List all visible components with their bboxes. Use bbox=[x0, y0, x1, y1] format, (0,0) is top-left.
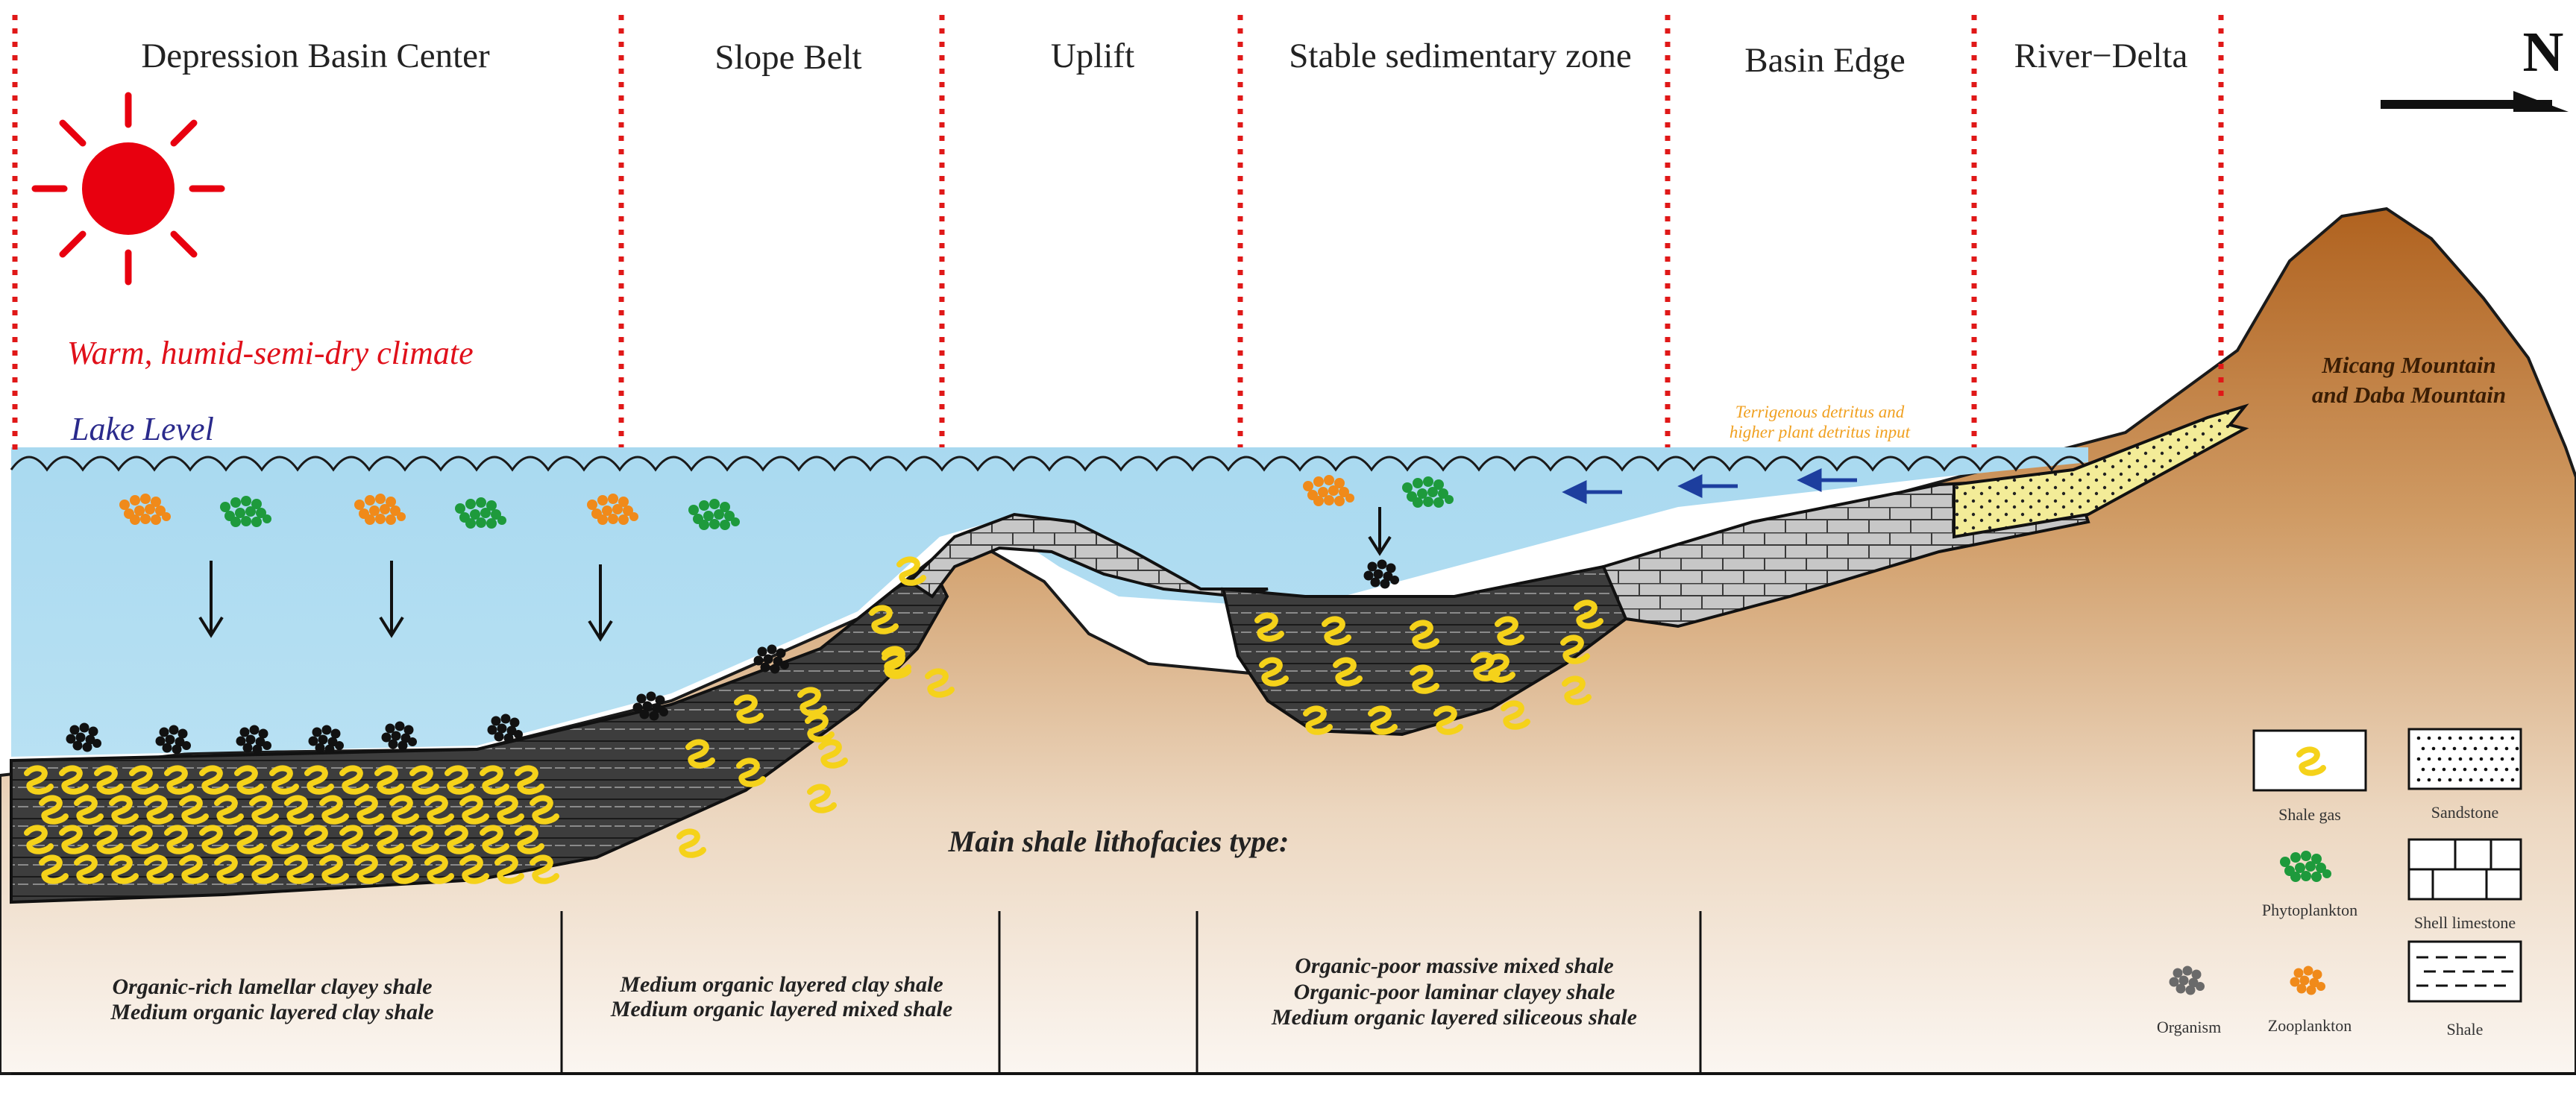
terrigenous-input-label-1: Terrigenous detritus and bbox=[1735, 403, 1905, 421]
lake-level-label: Lake Level bbox=[70, 411, 214, 447]
lake-water bbox=[11, 447, 2088, 757]
lithofacies-table bbox=[11, 911, 2576, 1075]
legend-sandstone-swatch bbox=[2407, 728, 2522, 790]
zone-title-uplift: Uplift bbox=[1051, 37, 1134, 75]
climate-label: Warm, humid-semi-dry climate bbox=[67, 335, 474, 371]
legend: Shale gas Sandstone Phytoplankton Shell … bbox=[2157, 728, 2522, 1039]
lake-level-line bbox=[10, 456, 2089, 472]
detritus-input-arrows bbox=[1562, 468, 1857, 504]
shale-layer-basin bbox=[10, 564, 949, 904]
zone-title-river-delta: River−Delta bbox=[2014, 37, 2188, 75]
legend-shale-label: Shale bbox=[2447, 1020, 2484, 1039]
zone-title-slope-belt: Slope Belt bbox=[714, 38, 861, 77]
main-lithofacies-title: Main shale lithofacies type: bbox=[948, 825, 1289, 858]
sandstone-delta bbox=[1953, 403, 2249, 539]
north-arrow-icon: N bbox=[2381, 21, 2569, 112]
lithofacies-col2-line2: Medium organic layered mixed shale bbox=[610, 997, 952, 1021]
shale-layer-stable bbox=[1221, 564, 1643, 737]
legend-zooplankton-label: Zooplankton bbox=[2268, 1016, 2352, 1035]
legend-phytoplankton-label: Phytoplankton bbox=[2262, 901, 2357, 919]
mountain-label-2: and Daba Mountain bbox=[2312, 382, 2506, 408]
terrigenous-input-label-2: higher plant detritus input bbox=[1730, 423, 1911, 441]
lithofacies-col4-line1: Organic-poor massive mixed shale bbox=[1295, 954, 1614, 978]
settling-arrows bbox=[198, 507, 1392, 642]
mountain-label-1: Micang Mountain bbox=[2321, 352, 2495, 378]
sun-icon bbox=[31, 92, 225, 286]
lithofacies-col1-line2: Medium organic layered clay shale bbox=[110, 1000, 433, 1024]
zone-title-basin-edge: Basin Edge bbox=[1744, 41, 1905, 80]
lithofacies-col1-line1: Organic-rich lamellar clayey shale bbox=[112, 974, 432, 999]
lithofacies-col2-line1: Medium organic layered clay shale bbox=[619, 972, 943, 997]
lithofacies-col4-line2: Organic-poor laminar clayey shale bbox=[1294, 980, 1615, 1004]
north-label: N bbox=[2523, 21, 2564, 84]
legend-sandstone-label: Sandstone bbox=[2431, 803, 2498, 822]
zone-dividers bbox=[12, 15, 2224, 451]
legend-shale-gas-label: Shale gas bbox=[2278, 805, 2341, 824]
zone-title-stable-sedimentary-zone: Stable sedimentary zone bbox=[1289, 37, 1631, 75]
lithofacies-col4-line3: Medium organic layered siliceous shale bbox=[1271, 1005, 1637, 1030]
legend-organism-label: Organism bbox=[2157, 1018, 2221, 1036]
zone-title-depression-basin-center: Depression Basin Center bbox=[141, 37, 490, 75]
legend-shell-limestone-label: Shell limestone bbox=[2414, 913, 2516, 932]
